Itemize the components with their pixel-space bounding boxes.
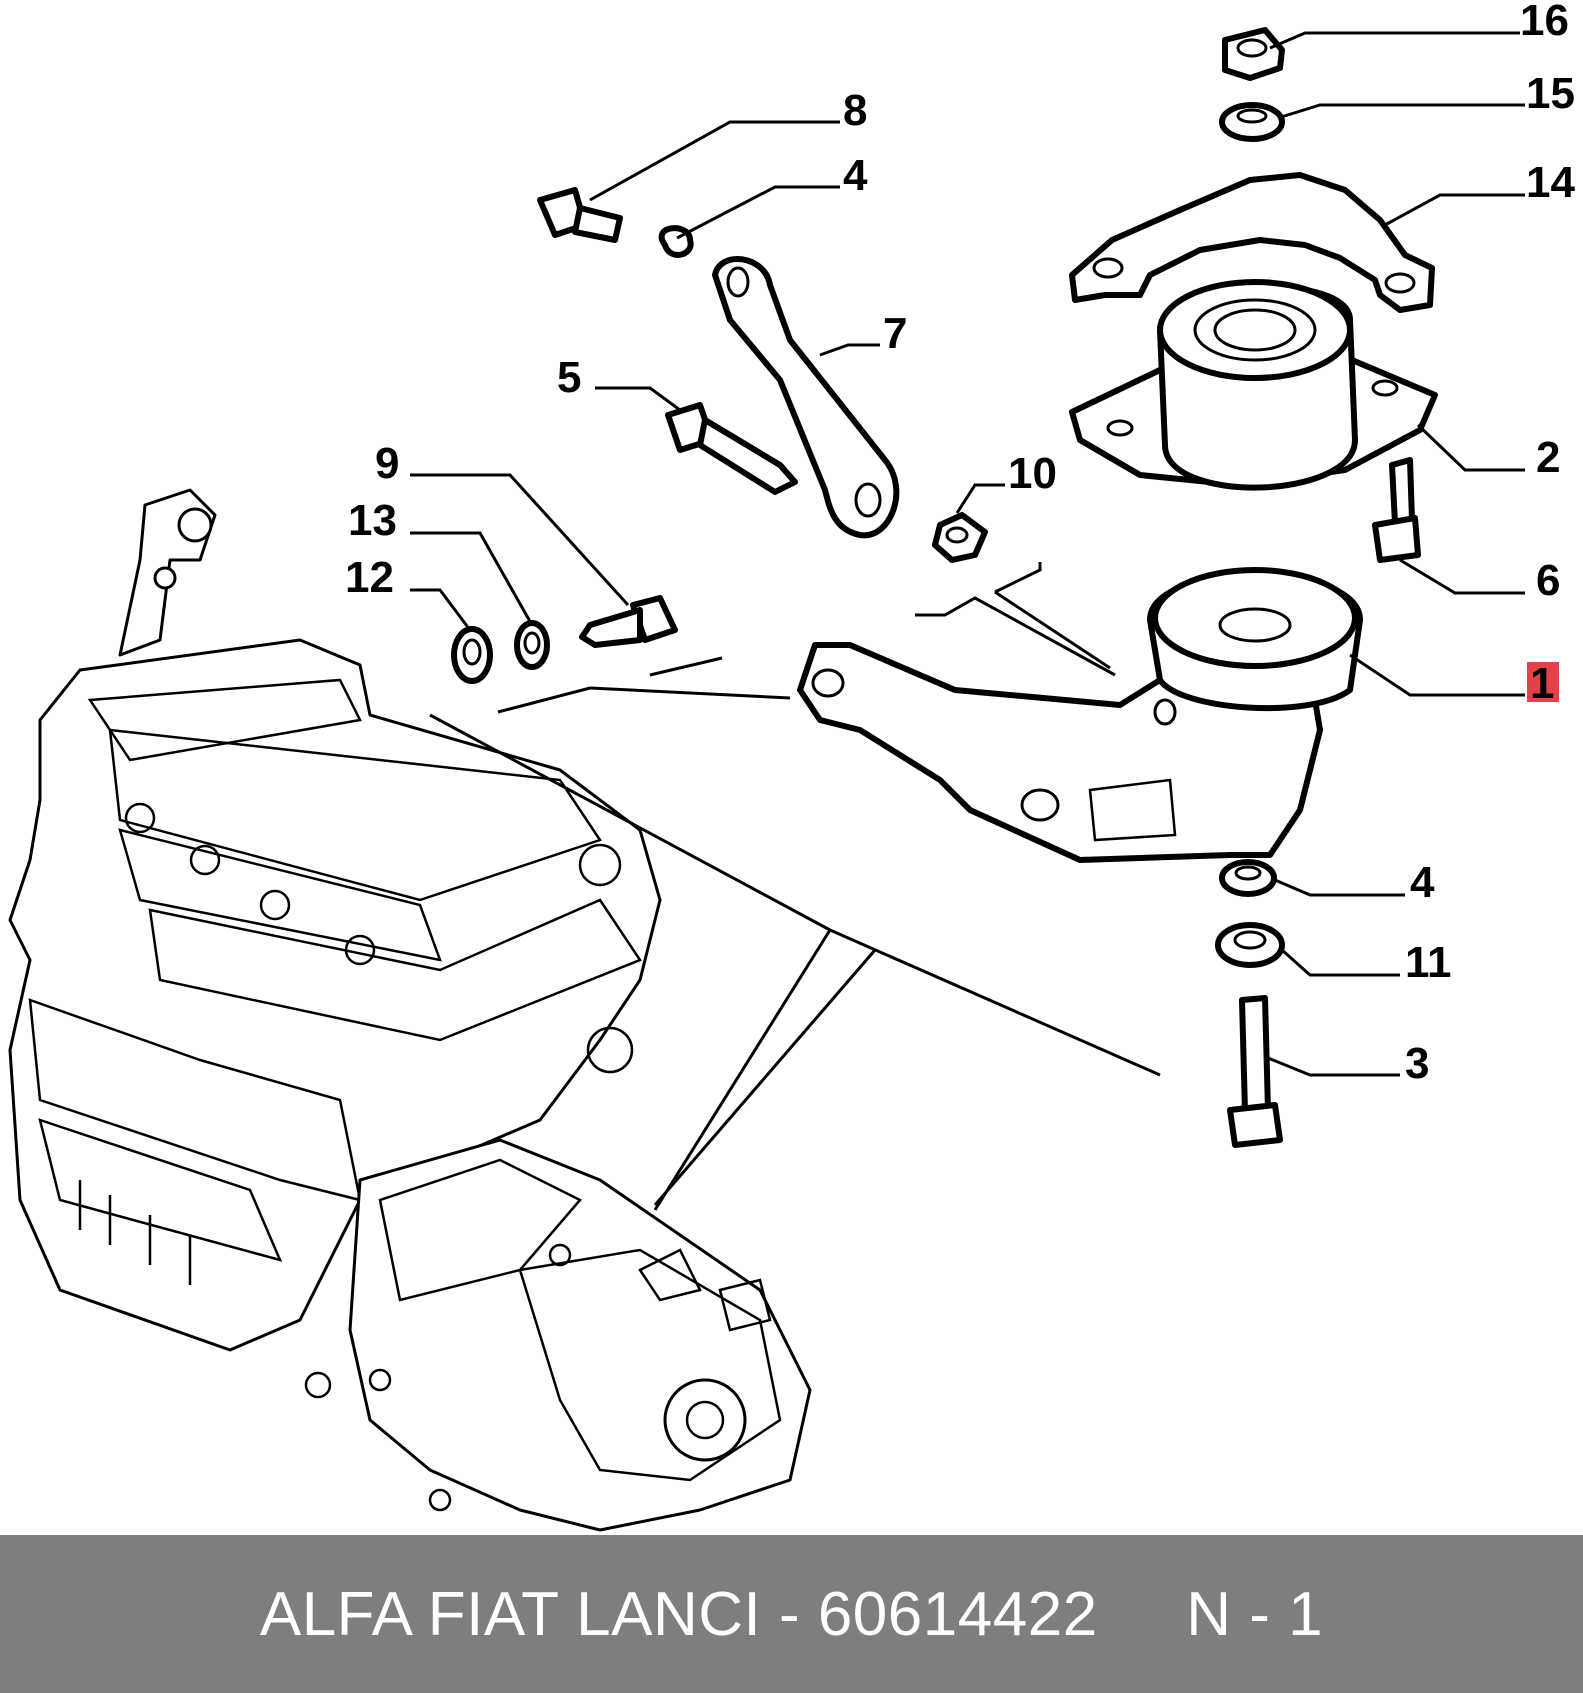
callout-16: 16 (1520, 0, 1569, 45)
callout-1: 1 (1530, 659, 1554, 708)
bolt-part-3 (1227, 995, 1283, 1148)
callout-9: 9 (375, 439, 399, 488)
washer-part-13 (514, 620, 550, 670)
bolt-part-8 (537, 187, 623, 243)
callout-2: 2 (1536, 433, 1560, 482)
bushing-part-10 (932, 512, 988, 563)
callout-4-lower: 4 (1410, 858, 1435, 907)
callout-4-upper: 4 (843, 151, 868, 200)
bracket-part-14 (1069, 172, 1435, 313)
bolt-part-6 (1372, 457, 1421, 563)
footer-part-number-text: ALFA FIAT LANCI - 60614422 N - 1 (259, 1579, 1324, 1649)
mount-bracket-part-1 (797, 567, 1363, 863)
callout-5: 5 (557, 353, 581, 402)
callout-8: 8 (843, 86, 867, 135)
callout-13: 13 (348, 496, 397, 545)
leader-lines (410, 31, 1525, 1077)
bolt-part-9 (579, 595, 678, 648)
callout-12: 12 (345, 553, 394, 602)
engine-mount-part-2 (1069, 279, 1438, 491)
nut-part-16 (1222, 27, 1285, 81)
callout-10: 10 (1008, 449, 1057, 498)
guide-lines (429, 562, 1161, 1211)
callout-numbers: 16 15 14 8 4 7 5 9 10 2 13 12 6 1 4 11 3 (345, 0, 1575, 1088)
gearbox-illustration (348, 1138, 812, 1532)
callout-6: 6 (1536, 556, 1560, 605)
bolt-part-5 (665, 402, 798, 495)
callout-3: 3 (1405, 1039, 1429, 1088)
link-rod-part-7 (712, 256, 900, 539)
callout-14: 14 (1526, 158, 1575, 207)
washer-part-12 (451, 626, 493, 684)
callout-7: 7 (883, 309, 907, 358)
exploded-parts-diagram: 16 15 14 8 4 7 5 9 10 2 13 12 6 1 4 11 3 (8, 0, 1575, 1532)
washer-part-4-lower (1219, 859, 1277, 897)
highlighted-callout-box (1527, 662, 1559, 702)
callout-15: 15 (1526, 69, 1575, 118)
washer-part-11 (1215, 922, 1285, 968)
washer-part-15 (1219, 102, 1285, 142)
callout-11: 11 (1405, 938, 1452, 987)
footer-bar: ALFA FIAT LANCI - 60614422 N - 1 (0, 1535, 1583, 1693)
